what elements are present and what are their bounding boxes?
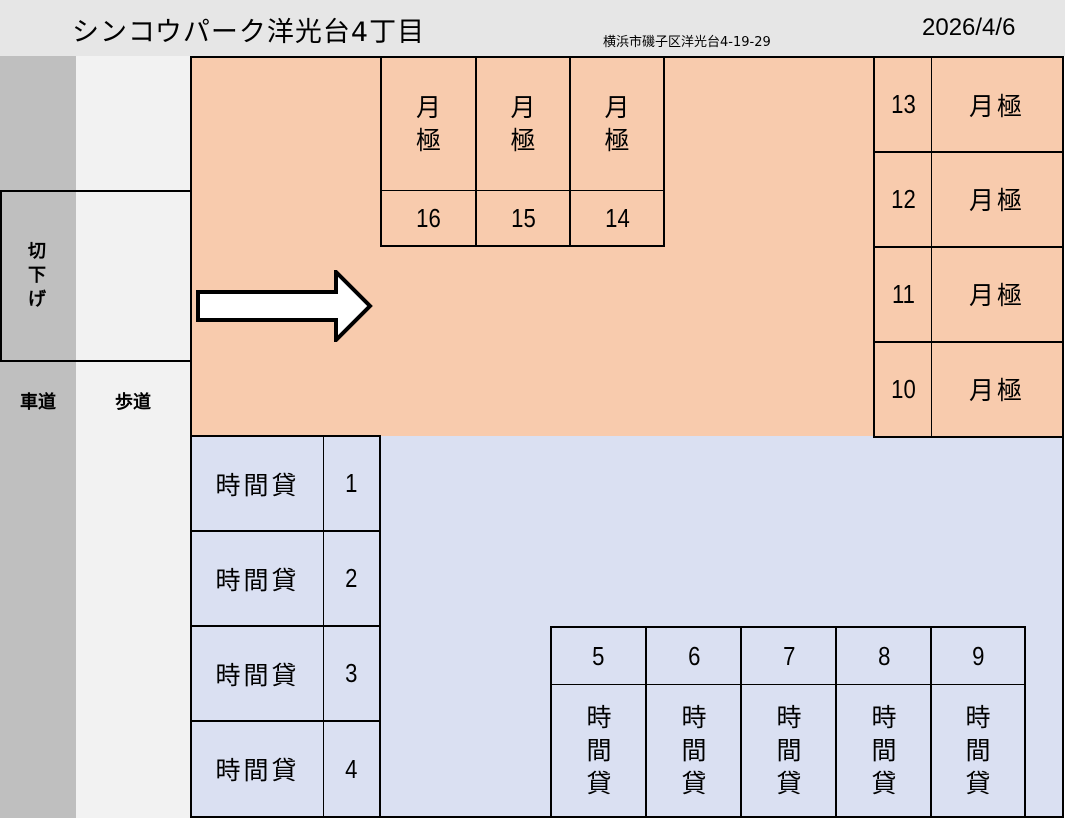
space-number: 7 [782, 640, 796, 671]
space-6-type[interactable]: 時間貸 [645, 684, 741, 818]
space-number: 2 [345, 563, 358, 593]
space-number: 15 [510, 202, 536, 233]
space-8-type[interactable]: 時間貸 [835, 684, 931, 818]
space-number: 16 [416, 202, 441, 233]
space-9-type[interactable]: 時間貸 [930, 684, 1026, 818]
sidewalk-strip [76, 56, 190, 818]
type-label: 月極 [968, 91, 1025, 121]
road-strip [0, 56, 76, 818]
space-14-type[interactable]: 月極 [569, 56, 665, 191]
date-text: 2026/4/6 [922, 14, 1016, 41]
type-label: 時間貸 [215, 470, 300, 500]
space-11-type[interactable]: 月極 [931, 246, 1064, 343]
space-13-type[interactable]: 月極 [931, 56, 1064, 153]
space-number: 10 [890, 373, 916, 404]
type-label: 時間貸 [776, 702, 802, 798]
space-number: 5 [592, 640, 605, 671]
type-label: 時間貸 [871, 702, 897, 798]
space-3-number[interactable]: 3 [323, 626, 381, 722]
space-1-number[interactable]: 1 [323, 436, 381, 532]
space-12-number[interactable]: 12 [873, 151, 932, 248]
space-3-type[interactable]: 時間貸 [190, 626, 324, 722]
space-7-type[interactable]: 時間貸 [740, 684, 836, 818]
space-14-number[interactable]: 14 [569, 190, 665, 247]
space-number: 9 [971, 640, 985, 671]
space-number: 11 [891, 278, 915, 309]
type-label: 月極 [604, 93, 630, 155]
header-bar [0, 0, 1065, 56]
space-2-type[interactable]: 時間貸 [190, 531, 324, 627]
space-5-number[interactable]: 5 [550, 626, 646, 685]
space-number: 4 [345, 753, 358, 784]
curb-cut-char: 下 [28, 265, 46, 286]
type-label: 時間貸 [586, 702, 612, 798]
space-16-number[interactable]: 16 [380, 190, 476, 247]
space-number: 14 [604, 202, 630, 233]
address-text: 横浜市磯子区洋光台4-19-29 [603, 35, 771, 50]
type-label: 時間貸 [681, 702, 707, 798]
space-2-number[interactable]: 2 [323, 531, 381, 627]
type-label: 月極 [968, 281, 1025, 310]
space-8-number[interactable]: 8 [835, 626, 931, 685]
type-label: 時間貸 [965, 702, 991, 798]
curb-cut-label: 切 下 げ [22, 240, 52, 312]
space-15-number[interactable]: 15 [475, 190, 570, 247]
type-label: 時間貸 [215, 756, 300, 785]
type-label: 時間貸 [215, 660, 300, 690]
space-number: 12 [890, 183, 916, 214]
curb-cut-char: 切 [28, 241, 46, 262]
space-9-number[interactable]: 9 [930, 626, 1026, 685]
space-number: 1 [345, 468, 358, 498]
curb-cut-char: げ [28, 289, 46, 310]
space-16-type[interactable]: 月極 [380, 56, 476, 191]
space-number: 8 [877, 640, 891, 671]
space-1-type[interactable]: 時間貸 [190, 436, 324, 532]
sidewalk-label: 歩道 [115, 392, 151, 413]
space-4-number[interactable]: 4 [323, 721, 381, 818]
space-11-number[interactable]: 11 [873, 246, 932, 343]
curb-cut-area [0, 190, 191, 362]
type-label: 月極 [510, 93, 536, 155]
space-number: 3 [345, 658, 358, 688]
space-10-type[interactable]: 月極 [931, 341, 1064, 438]
type-label: 月極 [968, 376, 1025, 405]
space-10-number[interactable]: 10 [873, 341, 932, 438]
space-12-type[interactable]: 月極 [931, 151, 1064, 248]
type-label: 月極 [415, 93, 441, 155]
page-title: シンコウパーク洋光台4丁目 [72, 17, 426, 48]
space-6-number[interactable]: 6 [645, 626, 741, 685]
road-label: 車道 [20, 392, 56, 413]
space-4-type[interactable]: 時間貸 [190, 721, 324, 818]
space-number: 13 [890, 89, 916, 119]
space-number: 6 [687, 640, 701, 671]
type-label: 月極 [968, 186, 1025, 215]
space-13-number[interactable]: 13 [873, 56, 932, 153]
arrow-right-icon [196, 270, 373, 342]
space-5-type[interactable]: 時間貸 [550, 684, 646, 818]
space-15-type[interactable]: 月極 [475, 56, 570, 191]
space-7-number[interactable]: 7 [740, 626, 836, 685]
type-label: 時間貸 [215, 565, 300, 595]
